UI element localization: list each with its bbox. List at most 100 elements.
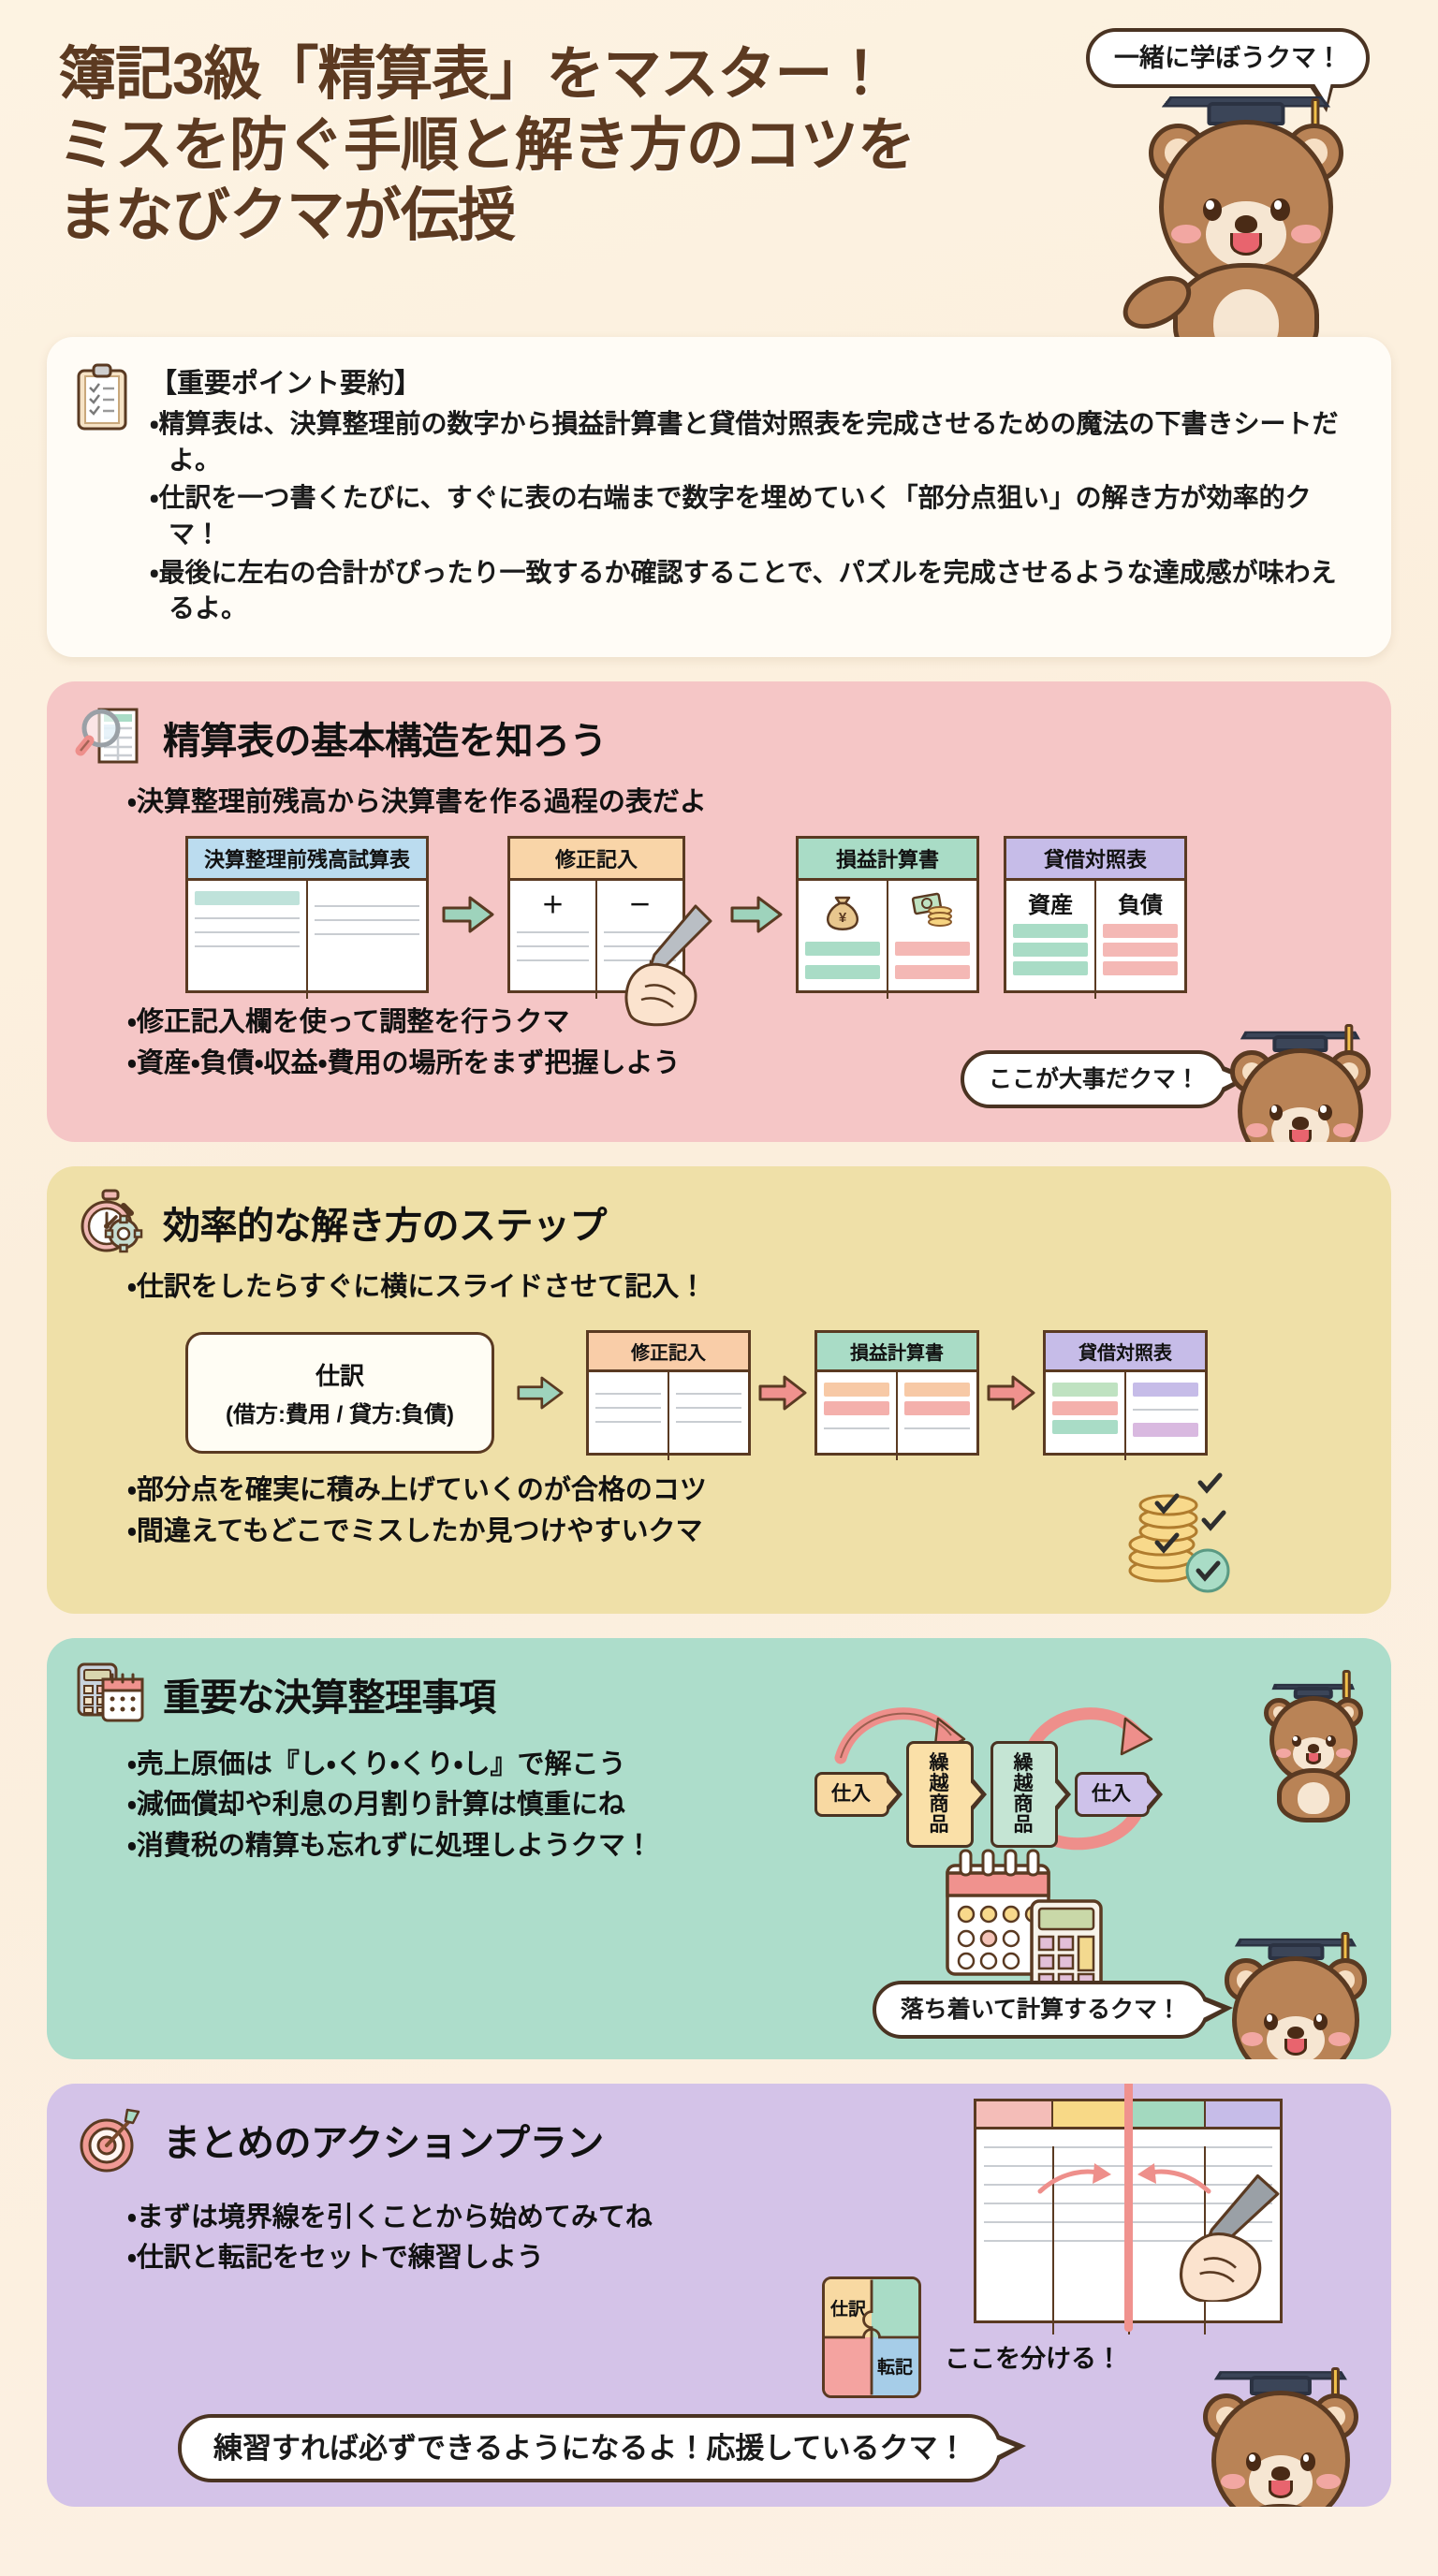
bullet-item: ・消費税の精算も忘れずに処理しようクマ！ xyxy=(127,1830,653,1861)
coin-stack-graphic xyxy=(1110,1455,1251,1595)
chevron-shiire-1: 仕入 xyxy=(814,1771,889,1817)
slide-arrow-icon xyxy=(987,1375,1035,1411)
header-bear-mascot xyxy=(1114,95,1344,371)
section-bullets-top: ・仕訳をしたらすぐに横にスライドさせて記入！ xyxy=(75,1267,1363,1309)
section-bear-mascot-small xyxy=(1264,1670,1363,1823)
mini-table-income-statement: 損益計算書 ¥ xyxy=(796,836,979,1000)
section-mascot-bubble: 落ち着いて計算するクマ！ xyxy=(872,1980,1233,2039)
divider-line xyxy=(1124,2083,1133,2332)
worksheet-header-cell-3 xyxy=(1129,2100,1206,2127)
mini-table-caption: 決算整理前残高試算表 xyxy=(188,839,426,882)
chevron-kurikoshi-1: 繰越商品 xyxy=(906,1740,974,1848)
column-header-minus: － xyxy=(628,893,652,919)
worksheet-header-cell-4 xyxy=(1205,2100,1280,2127)
header: 簿記3級「精算表」をマスター！ ミスを防ぐ手順と解き方のコツを まなびクマが伝授… xyxy=(36,0,1402,371)
section-structure: 精算表の基本構造を知ろう ・決算整理前残高から決算書を作る過程の表だよ 決算整理… xyxy=(47,681,1391,1142)
section-bear-mascot xyxy=(1229,1023,1372,1142)
bubble-tail-icon xyxy=(1201,1996,1233,2023)
mini-table-caption: 修正記入 xyxy=(589,1333,748,1373)
title-line-3: まなびクマが伝授 xyxy=(58,183,516,249)
title-line-1: 簿記3級「精算表」をマスター！ xyxy=(58,42,889,107)
column-header-plus: ＋ xyxy=(541,893,565,919)
mini-table-balance-sheet: 貸借対照表 資産 負債 xyxy=(1004,836,1187,1000)
journal-entry-box: 仕訳 (借方:費用 / 貸方:負債) xyxy=(185,1332,494,1455)
summary-card: 【重要ポイント要約】 ・精算表は、決算整理前の数字から損益計算書と貸借対照表を完… xyxy=(47,337,1391,657)
bullet-item: ・仕訳と転記をセットで練習しよう xyxy=(127,2243,544,2274)
section-mascot-bubble: ここが大事だクマ！ xyxy=(960,1049,1252,1108)
mini-table-caption: 損益計算書 xyxy=(817,1333,976,1373)
split-arrows-icon xyxy=(1037,2162,1211,2194)
section-bullets-bottom: ・部分点を確実に積み上げていくのが合格のコツ ・間違えてもどこでミスしたか見つけ… xyxy=(75,1471,1363,1552)
bullet-item: ・決算整理前残高から決算書を作る過程の表だよ xyxy=(127,786,707,817)
slide-arrow-icon xyxy=(758,1375,807,1411)
section-title: まとめのアクションプラン xyxy=(163,2122,604,2164)
section-adjustments: 重要な決算整理事項 ・売上原価は『し・くり・くり・し』で解こう ・減価償却や利息… xyxy=(47,1637,1391,2059)
flow-arrow-icon xyxy=(517,1372,564,1413)
bullet-item: ・資産・負債・収益・費用の場所をまず把握しよう xyxy=(127,1047,681,1078)
calculator-calendar-icon xyxy=(77,1662,144,1722)
mini-table-income-statement: 損益計算書 xyxy=(814,1330,979,1461)
section-mascot-bubble-text: ここが大事だクマ！ xyxy=(988,1065,1199,1092)
footer-spacer xyxy=(36,2507,1402,2544)
cash-coins-icon xyxy=(911,893,952,928)
flow-arrow-icon xyxy=(730,894,783,935)
puzzle-piece-blank-1 xyxy=(872,2278,918,2337)
section-bullets-bottom: ・まずは境界線を引くことから始めてみてね ・仕訳と転記をセットで練習しよう xyxy=(75,2198,1363,2279)
journal-box-line2: (借方:費用 / 貸方:負債) xyxy=(226,1402,454,1428)
section-bear-mascot xyxy=(1224,1932,1368,2059)
summary-point: ・最後に左右の合計がぴったり一致するか確認することで、パズルを完成させるような達… xyxy=(150,557,1337,623)
footer-mascot-bubble-text: 練習すれば必ずできるようになるよ！応援しているクマ！ xyxy=(213,2431,967,2465)
money-bag-icon: ¥ xyxy=(827,897,858,931)
stopwatch-gear-icon xyxy=(81,1189,143,1252)
worksheet-header-cell-1 xyxy=(976,2100,1053,2127)
header-mascot-bubble: 一緒に学ぼうクマ！ xyxy=(1086,28,1370,113)
shikuri-flow-diagram: 仕入 繰越商品 繰越商品 仕入 xyxy=(814,1681,1217,1859)
hand-writing-icon xyxy=(624,904,712,1027)
puzzle-piece-blank-2 xyxy=(825,2336,872,2395)
mini-table-adjustments: 修正記入 ＋ － xyxy=(507,836,712,1027)
puzzle-piece-posting: 転記 xyxy=(872,2336,918,2395)
section-action-plan: まとめのアクションプラン ・まずは境界線を引くことから始めてみてね ・仕訳と転記… xyxy=(47,2083,1391,2507)
page-title: 簿記3級「精算表」をマスター！ ミスを防ぐ手順と解き方のコツを まなびクマが伝授 xyxy=(58,39,916,252)
journal-slide-diagram: 仕訳 (借方:費用 / 貸方:負債) 修正記入 損益計算書 xyxy=(185,1323,1363,1463)
flow-arrow-icon xyxy=(442,894,494,935)
section-bullets-top: ・決算整理前残高から決算書を作る過程の表だよ xyxy=(75,783,1363,824)
chevron-shiire-2: 仕入 xyxy=(1075,1771,1150,1817)
bullet-item: ・売上原価は『し・くり・くり・し』で解こう xyxy=(127,1749,626,1779)
header-mascot-bubble-text: 一緒に学ぼうクマ！ xyxy=(1114,44,1342,72)
bullet-item: ・部分点を確実に積み上げていくのが合格のコツ xyxy=(127,1475,707,1506)
mini-table-adjustments: 修正記入 xyxy=(586,1330,751,1461)
svg-text:¥: ¥ xyxy=(839,910,847,926)
section-bullets-bottom: ・売上原価は『し・くり・くり・し』で解こう ・減価償却や利息の月割り計算は慎重に… xyxy=(75,1745,1363,1867)
clipboard-icon xyxy=(77,363,127,431)
chevron-label: 繰越商品 xyxy=(1013,1751,1034,1836)
mini-table-caption: 貸借対照表 xyxy=(1006,839,1184,882)
section-title: 重要な決算整理事項 xyxy=(163,1676,496,1719)
summary-point: ・仕訳を一つ書くたびに、すぐに表の右端まで数字を埋めていく「部分点狙い」の解き方… xyxy=(150,483,1312,549)
worksheet-divider-graphic: ここを分ける！ xyxy=(945,2083,1283,2373)
bullet-item: ・仕訳をしたらすぐに横にスライドさせて記入！ xyxy=(127,1271,707,1302)
chevron-label: 繰越商品 xyxy=(929,1751,949,1836)
worksheet-flow-diagram: 決算整理前残高試算表 修正記入 ＋ － xyxy=(185,836,1363,1027)
magnifier-document-icon xyxy=(75,708,139,764)
footer-bear-mascot xyxy=(1176,2366,1358,2507)
section-title: 効率的な解き方のステップ xyxy=(163,1205,608,1247)
chevron-kurikoshi-2: 繰越商品 xyxy=(990,1740,1058,1848)
bullet-item: ・修正記入欄を使って調整を行うクマ xyxy=(127,1007,570,1038)
column-header-liabilities: 負債 xyxy=(1118,893,1163,919)
summary-list: ・精算表は、決算整理前の数字から損益計算書と貸借対照表を完成させるための魔法の下… xyxy=(150,406,1359,627)
dartboard-arrow-icon xyxy=(80,2108,140,2173)
section-title: 精算表の基本構造を知ろう xyxy=(163,720,608,762)
mini-table-trial-balance: 決算整理前残高試算表 xyxy=(185,836,429,1000)
journal-box-line1: 仕訳 xyxy=(315,1362,364,1391)
worksheet-header-cell-2 xyxy=(1052,2100,1129,2127)
mini-table-caption: 損益計算書 xyxy=(799,839,976,882)
puzzle-graphic: 仕訳 転記 xyxy=(822,2276,921,2398)
summary-heading: 【重要ポイント要約】 xyxy=(150,369,422,399)
section-steps: 効率的な解き方のステップ ・仕訳をしたらすぐに横にスライドさせて記入！ 仕訳 (… xyxy=(47,1165,1391,1614)
section-mascot-bubble-text: 落ち着いて計算するクマ！ xyxy=(900,1996,1181,2023)
mini-table-caption: 貸借対照表 xyxy=(1046,1333,1205,1373)
title-line-2: ミスを防ぐ手順と解き方のコツを xyxy=(58,112,916,178)
mini-table-balance-sheet: 貸借対照表 xyxy=(1043,1330,1208,1461)
